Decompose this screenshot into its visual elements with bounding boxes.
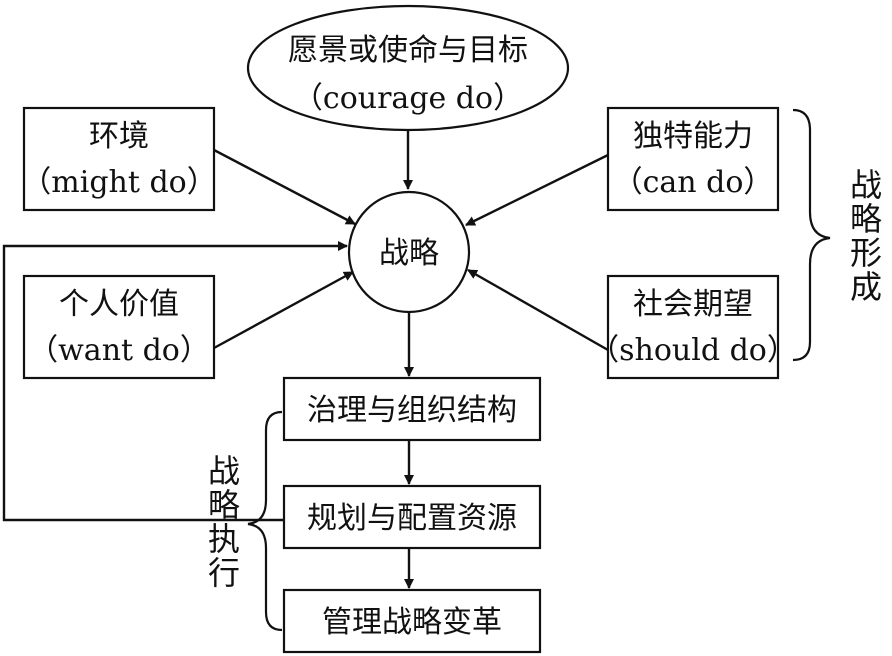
execution-step-label: 管理战略变革 [322, 605, 502, 640]
social-expectation-title: 社会期望 [633, 287, 753, 322]
formation-brace-label: 战 略 形 成 [850, 166, 882, 306]
formation-char: 成 [850, 268, 882, 306]
execution-brace-label: 战 略 执 行 [208, 452, 240, 592]
unique-capability-title: 独特能力 [633, 119, 753, 154]
formation-char: 略 [850, 200, 882, 238]
execution-step-change: 管理战略变革 [282, 588, 542, 654]
vision-mission-subtitle: （courage do） [293, 81, 523, 116]
environment-node: 环境 （might do） [21, 106, 217, 212]
execution-step-label: 治理与组织结构 [307, 393, 517, 428]
formation-char: 战 [850, 166, 882, 204]
social-expectation-node: 社会期望 （should do） [589, 274, 797, 380]
social-expectation-subtitle: （should do） [589, 333, 797, 368]
execution-step-label: 规划与配置资源 [307, 501, 517, 536]
vision-mission-node: 愿景或使命与目标 （courage do） [246, 4, 570, 132]
execution-char: 执 [208, 520, 240, 558]
strategy-node: 战略 [347, 190, 471, 314]
personal-values-subtitle: （want do） [28, 333, 210, 368]
arrow-social-to-strategy [467, 268, 609, 352]
execution-step-governance: 治理与组织结构 [282, 376, 542, 442]
formation-brace [792, 108, 831, 362]
arrow-environment-to-strategy [213, 148, 356, 226]
execution-step-resources: 规划与配置资源 [282, 484, 542, 550]
execution-char: 行 [208, 554, 240, 592]
arrow-capability-to-strategy [465, 153, 609, 227]
environment-title: 环境 [89, 119, 149, 154]
execution-char: 战 [208, 452, 240, 490]
strategy-label: 战略 [379, 236, 439, 271]
vision-mission-title: 愿景或使命与目标 [288, 33, 528, 68]
environment-subtitle: （might do） [21, 165, 216, 200]
execution-brace [247, 410, 283, 632]
formation-char: 形 [850, 234, 882, 272]
unique-capability-subtitle: （can do） [613, 165, 774, 200]
execution-char: 略 [208, 486, 240, 524]
arrow-feedback-loop [2, 241, 348, 522]
arrow-values-to-strategy [213, 270, 354, 350]
personal-values-title: 个人价值 [59, 287, 179, 322]
unique-capability-node: 独特能力 （can do） [606, 106, 780, 212]
personal-values-node: 个人价值 （want do） [22, 274, 216, 380]
